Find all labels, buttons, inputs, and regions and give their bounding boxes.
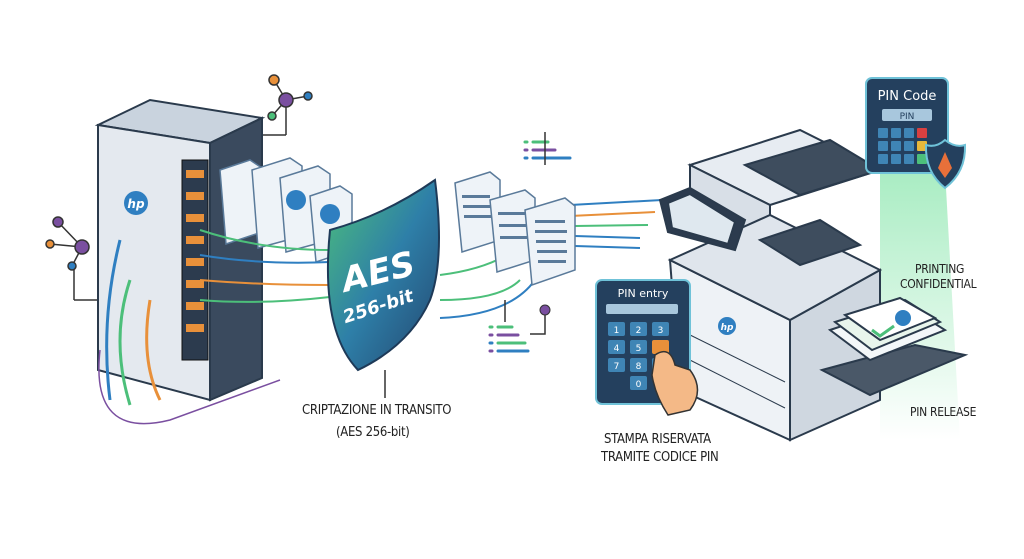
pin-print-label-sub: TRAMITE CODICE PIN (601, 450, 719, 465)
pin-code-key (878, 154, 888, 164)
pin-code-keypad (878, 128, 927, 164)
svg-text:hp: hp (127, 197, 145, 211)
pin-key (630, 358, 647, 372)
pin-code-key (904, 141, 914, 151)
pin-release-label: PIN RELEASE (910, 405, 977, 419)
cipher-text (462, 195, 567, 263)
pin-key (630, 322, 647, 336)
pin-print-label: STAMPA RISERVATA (604, 432, 711, 447)
pin-code-key (878, 128, 888, 138)
pin-code-title: PIN Code (878, 89, 937, 104)
pin-key (608, 340, 625, 354)
pin-code-key (904, 128, 914, 138)
pin-code-key (891, 128, 901, 138)
pin-key (630, 376, 647, 390)
pin-key-label: 7 (614, 362, 620, 372)
pin-code-key (891, 141, 901, 151)
pin-key (652, 322, 669, 336)
encryption-label: CRIPTAZIONE IN TRANSITO (302, 403, 452, 418)
encrypted-documents (454, 171, 576, 287)
hand-icon (651, 350, 699, 416)
hp-logo-icon (124, 191, 148, 215)
checkmark-icon (871, 324, 895, 338)
network-node-icon (45, 74, 313, 301)
pin-code-key (904, 154, 914, 164)
pin-key (608, 358, 625, 372)
pin-key (608, 322, 625, 336)
pin-code-key (878, 141, 888, 151)
document-stack (219, 157, 353, 264)
pin-code-key (917, 141, 927, 151)
svg-text:hp: hp (721, 323, 734, 333)
pin-key-label: 4 (614, 344, 620, 354)
output-tray (819, 296, 969, 397)
hp-logo-icon (718, 317, 736, 335)
printing-label: PRINTING (915, 262, 965, 276)
multifunction-printer (658, 128, 883, 442)
pin-key (652, 340, 669, 354)
confidential-label: CONFIDENTIAL (900, 277, 977, 291)
encryption-label-sub: (AES 256-bit) (336, 425, 410, 440)
pin-code-field: PIN (900, 112, 915, 122)
code-snippet-icon (488, 140, 572, 353)
pin-entry-title: PIN entry (618, 287, 669, 300)
pin-key-label: 0 (636, 380, 642, 390)
pin-code-key (917, 128, 927, 138)
pin-key-label: 5 (636, 344, 642, 354)
pin-key-label: 1 (614, 326, 620, 336)
pin-code-key (891, 154, 901, 164)
pin-code-key (917, 154, 927, 164)
pin-key (630, 340, 647, 354)
aes-shield-icon (326, 178, 440, 372)
pin-key-label: 2 (636, 326, 642, 336)
pin-key-label: 3 (658, 326, 664, 336)
pin-key-label: 8 (636, 362, 642, 372)
